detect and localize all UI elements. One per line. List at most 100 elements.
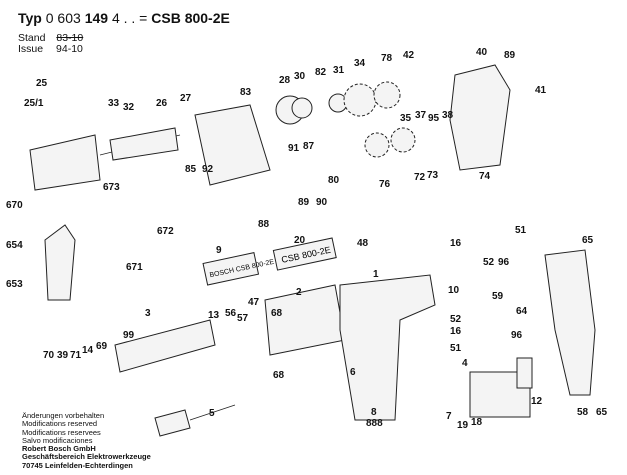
part-number-label: 95: [428, 113, 440, 124]
part-number-label: 41: [535, 85, 547, 96]
spindle-shaft: [109, 127, 179, 161]
part-number-label: 99: [123, 330, 135, 341]
company-address: 70745 Leinfelden-Echterdingen: [22, 460, 133, 470]
part-number-label: 90: [316, 197, 328, 208]
part-number-label: 52: [483, 257, 495, 268]
part-number-label: 888: [366, 418, 383, 429]
footer-line: Salvo modificaciones: [22, 435, 93, 445]
part-number-label: 31: [333, 65, 345, 76]
part-number-label: 7: [446, 411, 452, 422]
side-handle: [44, 224, 76, 301]
part-number-label: 72: [414, 172, 426, 183]
issue-label: Issue: [18, 43, 44, 55]
part-number-label: 40: [476, 47, 488, 58]
part-number-label: 16: [450, 238, 462, 249]
footer-line: Modifications reservees: [22, 427, 101, 437]
part-number-label: 89: [504, 50, 516, 61]
footer: Änderungen vorbehalten Modifications res…: [22, 411, 151, 470]
part-number-label: 39: [57, 350, 69, 361]
part-number-label: 14: [82, 345, 94, 356]
part-number-label: 5: [209, 408, 215, 419]
part-number-label: 12: [531, 396, 543, 407]
part-number-label: 4: [462, 358, 468, 369]
part-number-label: 85: [185, 164, 197, 175]
model-name: CSB 800-2E: [151, 10, 230, 26]
part-number-label: 73: [427, 170, 439, 181]
part-number-label: 59: [492, 291, 504, 302]
gear-housing: [194, 104, 271, 186]
part-number-label: 58: [577, 407, 589, 418]
part-number-label: 37: [415, 110, 427, 121]
footer-line: Modifications reserved: [22, 419, 98, 429]
part-number-label: 83: [240, 87, 252, 98]
company-division: Geschäftsbereich Elektrowerkzeuge: [22, 452, 151, 462]
part-shapes: BOSCH CSB 800-2E CSB 800-2E: [29, 64, 596, 437]
part-number-label: 13: [208, 310, 220, 321]
part-number-label: 30: [294, 71, 306, 82]
part-number-label: 96: [511, 330, 523, 341]
nameplate-9: BOSCH CSB 800-2E: [202, 252, 275, 286]
part-number-label: 68: [271, 308, 283, 319]
gear-76b: [390, 127, 416, 153]
part-number-label: 57: [237, 313, 249, 324]
gear-case-74: [449, 64, 511, 171]
part-number-label: 25/1: [24, 98, 44, 109]
part-number-label: 68: [273, 370, 285, 381]
part-number-label: 51: [515, 225, 527, 236]
part-number-label: 65: [596, 407, 608, 418]
part-number-label: 51: [450, 343, 462, 354]
part-number-label: 56: [225, 308, 237, 319]
part-number-label: 9: [216, 245, 222, 256]
part-number-label: 78: [381, 53, 393, 64]
part-number-label: 672: [157, 226, 174, 237]
part-number-label: 25: [36, 78, 48, 89]
part-number-label: 33: [108, 98, 120, 109]
part-number-label: 35: [400, 113, 412, 124]
part-number-label: 42: [403, 50, 415, 61]
gear-76a: [364, 132, 390, 158]
part-number-label: 47: [248, 297, 260, 308]
issue-value: 94-10: [56, 43, 83, 55]
stand-value: 83-10: [56, 32, 84, 44]
part-number-label: 80: [328, 175, 340, 186]
part-number-label: 32: [123, 102, 135, 113]
motor-housing-1: [339, 274, 436, 421]
part-number-label: 654: [6, 240, 23, 251]
part-number-label: 28: [279, 75, 291, 86]
field-2: [264, 284, 346, 356]
part-number-label: 76: [379, 179, 391, 190]
type-prefix: Typ: [18, 10, 42, 26]
power-cord: [189, 404, 236, 421]
handle-cover-58: [544, 249, 596, 396]
part-number-label: 8: [371, 407, 377, 418]
part-number-label: 91: [288, 143, 300, 154]
part-number-label: 70: [43, 350, 55, 361]
part-number-label: 74: [479, 171, 491, 182]
part-number-label: 92: [202, 164, 214, 175]
issue-row: Issue 94-10: [18, 44, 83, 55]
type-number-a: 0 603: [45, 10, 81, 26]
part-number-label: 1: [373, 269, 379, 280]
gear-78: [373, 81, 401, 109]
footer-line: Änderungen vorbehalten: [22, 411, 105, 420]
part-number-label: 69: [96, 341, 108, 352]
part-number-label: 2: [296, 287, 302, 298]
part-number-label: 89: [298, 197, 310, 208]
power-plug: [154, 409, 191, 437]
company-name: Robert Bosch GmbH: [22, 444, 96, 454]
part-number-label: 96: [498, 257, 510, 268]
type-header: Typ 0 603 149 4 . . = CSB 800-2E: [18, 10, 230, 26]
part-number-label: 670: [6, 200, 23, 211]
part-number-label: 3: [145, 308, 151, 319]
stand-row: Stand 83-10: [18, 33, 83, 44]
part-number-label: 673: [103, 182, 120, 193]
part-number-label: 87: [303, 141, 315, 152]
part-number-label: 16: [450, 326, 462, 337]
part-number-label: 71: [70, 350, 82, 361]
part-number-label: 88: [258, 219, 270, 230]
armature: [114, 319, 216, 373]
part-number-label: 82: [315, 67, 327, 78]
